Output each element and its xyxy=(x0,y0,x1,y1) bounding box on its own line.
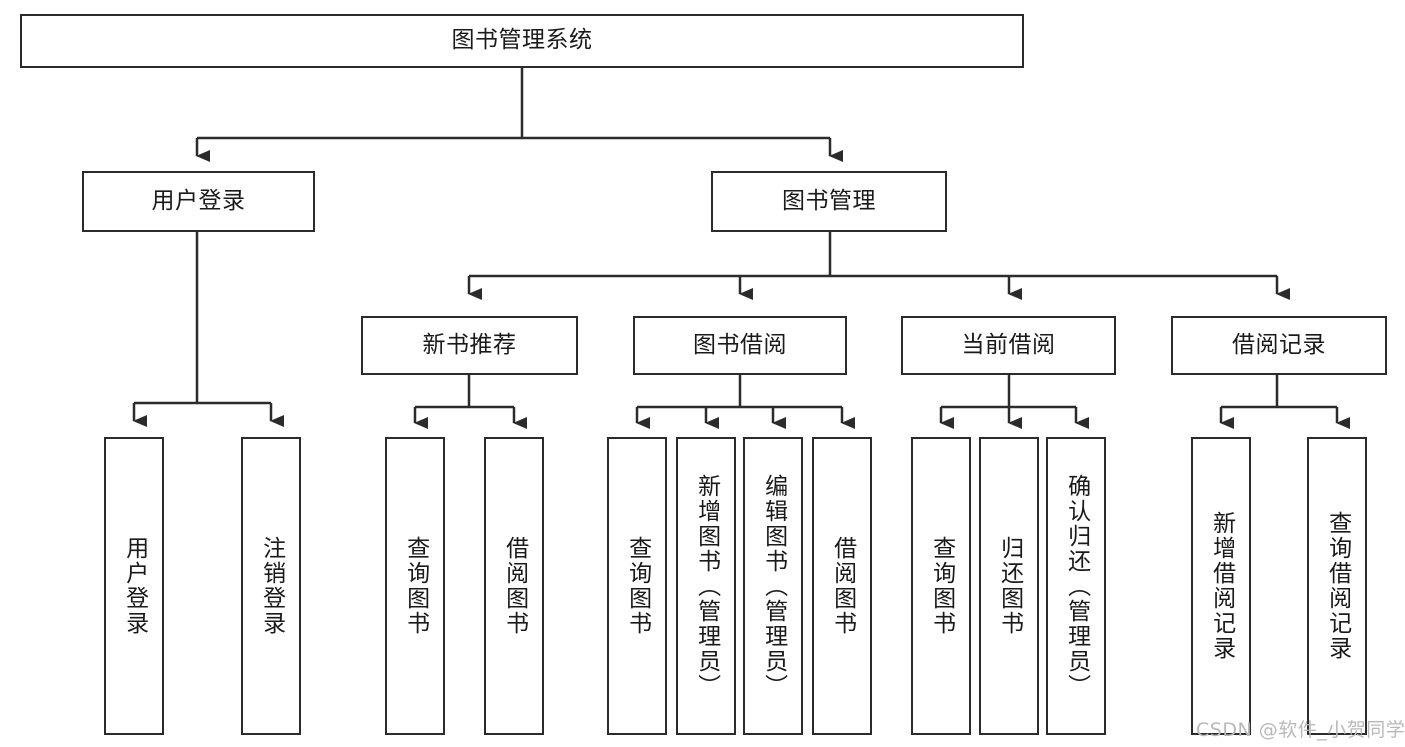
node-user-login-label: 用户登录 xyxy=(151,187,246,214)
node-leaf-borrow-book-1[interactable]: 借阅图书 xyxy=(484,437,544,735)
node-user-login[interactable]: 用户登录 xyxy=(82,171,315,232)
node-leaf-edit-book[interactable]: 编辑图书（管理员） xyxy=(743,437,803,735)
node-leaf-query-book-1-label: 查询图书 xyxy=(402,536,429,636)
node-leaf-edit-book-label: 编辑图书（管理员） xyxy=(760,473,787,699)
node-leaf-add-record[interactable]: 新增借阅记录 xyxy=(1191,437,1251,735)
node-root[interactable]: 图书管理系统 xyxy=(20,14,1024,68)
node-leaf-add-record-label: 新增借阅记录 xyxy=(1208,511,1235,661)
node-leaf-query-book-3[interactable]: 查询图书 xyxy=(911,437,971,735)
node-leaf-user-login-label: 用户登录 xyxy=(121,536,148,636)
node-leaf-confirm-return-label: 确认归还（管理员） xyxy=(1063,473,1090,699)
node-new-book-rec[interactable]: 新书推荐 xyxy=(361,316,578,375)
node-leaf-add-book-label: 新增图书（管理员） xyxy=(693,473,720,699)
node-leaf-borrow-book-2[interactable]: 借阅图书 xyxy=(812,437,872,735)
node-current-borrow-label: 当前借阅 xyxy=(961,331,1056,358)
node-leaf-add-book[interactable]: 新增图书（管理员） xyxy=(676,437,736,735)
node-leaf-borrow-book-1-label: 借阅图书 xyxy=(501,536,528,636)
node-leaf-query-record[interactable]: 查询借阅记录 xyxy=(1307,437,1367,735)
node-borrow-record-label: 借阅记录 xyxy=(1232,331,1326,358)
node-leaf-confirm-return[interactable]: 确认归还（管理员） xyxy=(1046,437,1106,735)
node-current-borrow[interactable]: 当前借阅 xyxy=(901,316,1116,375)
node-leaf-return-book[interactable]: 归还图书 xyxy=(979,437,1039,735)
node-leaf-query-book-2[interactable]: 查询图书 xyxy=(607,437,667,735)
node-leaf-query-book-2-label: 查询图书 xyxy=(624,536,651,636)
node-leaf-return-book-label: 归还图书 xyxy=(996,536,1023,636)
node-new-book-rec-label: 新书推荐 xyxy=(422,331,517,358)
node-root-label: 图书管理系统 xyxy=(451,27,593,54)
node-leaf-user-login[interactable]: 用户登录 xyxy=(104,437,164,735)
node-book-borrow[interactable]: 图书借阅 xyxy=(633,316,847,375)
node-leaf-borrow-book-2-label: 借阅图书 xyxy=(829,536,856,636)
node-leaf-query-record-label: 查询借阅记录 xyxy=(1324,511,1351,661)
node-book-manage-label: 图书管理 xyxy=(782,187,876,214)
node-leaf-query-book-3-label: 查询图书 xyxy=(928,536,955,636)
node-book-manage[interactable]: 图书管理 xyxy=(711,171,947,232)
node-leaf-query-book-1[interactable]: 查询图书 xyxy=(385,437,445,735)
csdn-watermark: CSDN @软件_小贺同学 xyxy=(1196,719,1405,741)
node-book-borrow-label: 图书借阅 xyxy=(693,331,787,358)
node-leaf-logout-label: 注销登录 xyxy=(258,536,285,636)
node-borrow-record[interactable]: 借阅记录 xyxy=(1171,316,1387,375)
node-leaf-logout[interactable]: 注销登录 xyxy=(241,437,301,735)
